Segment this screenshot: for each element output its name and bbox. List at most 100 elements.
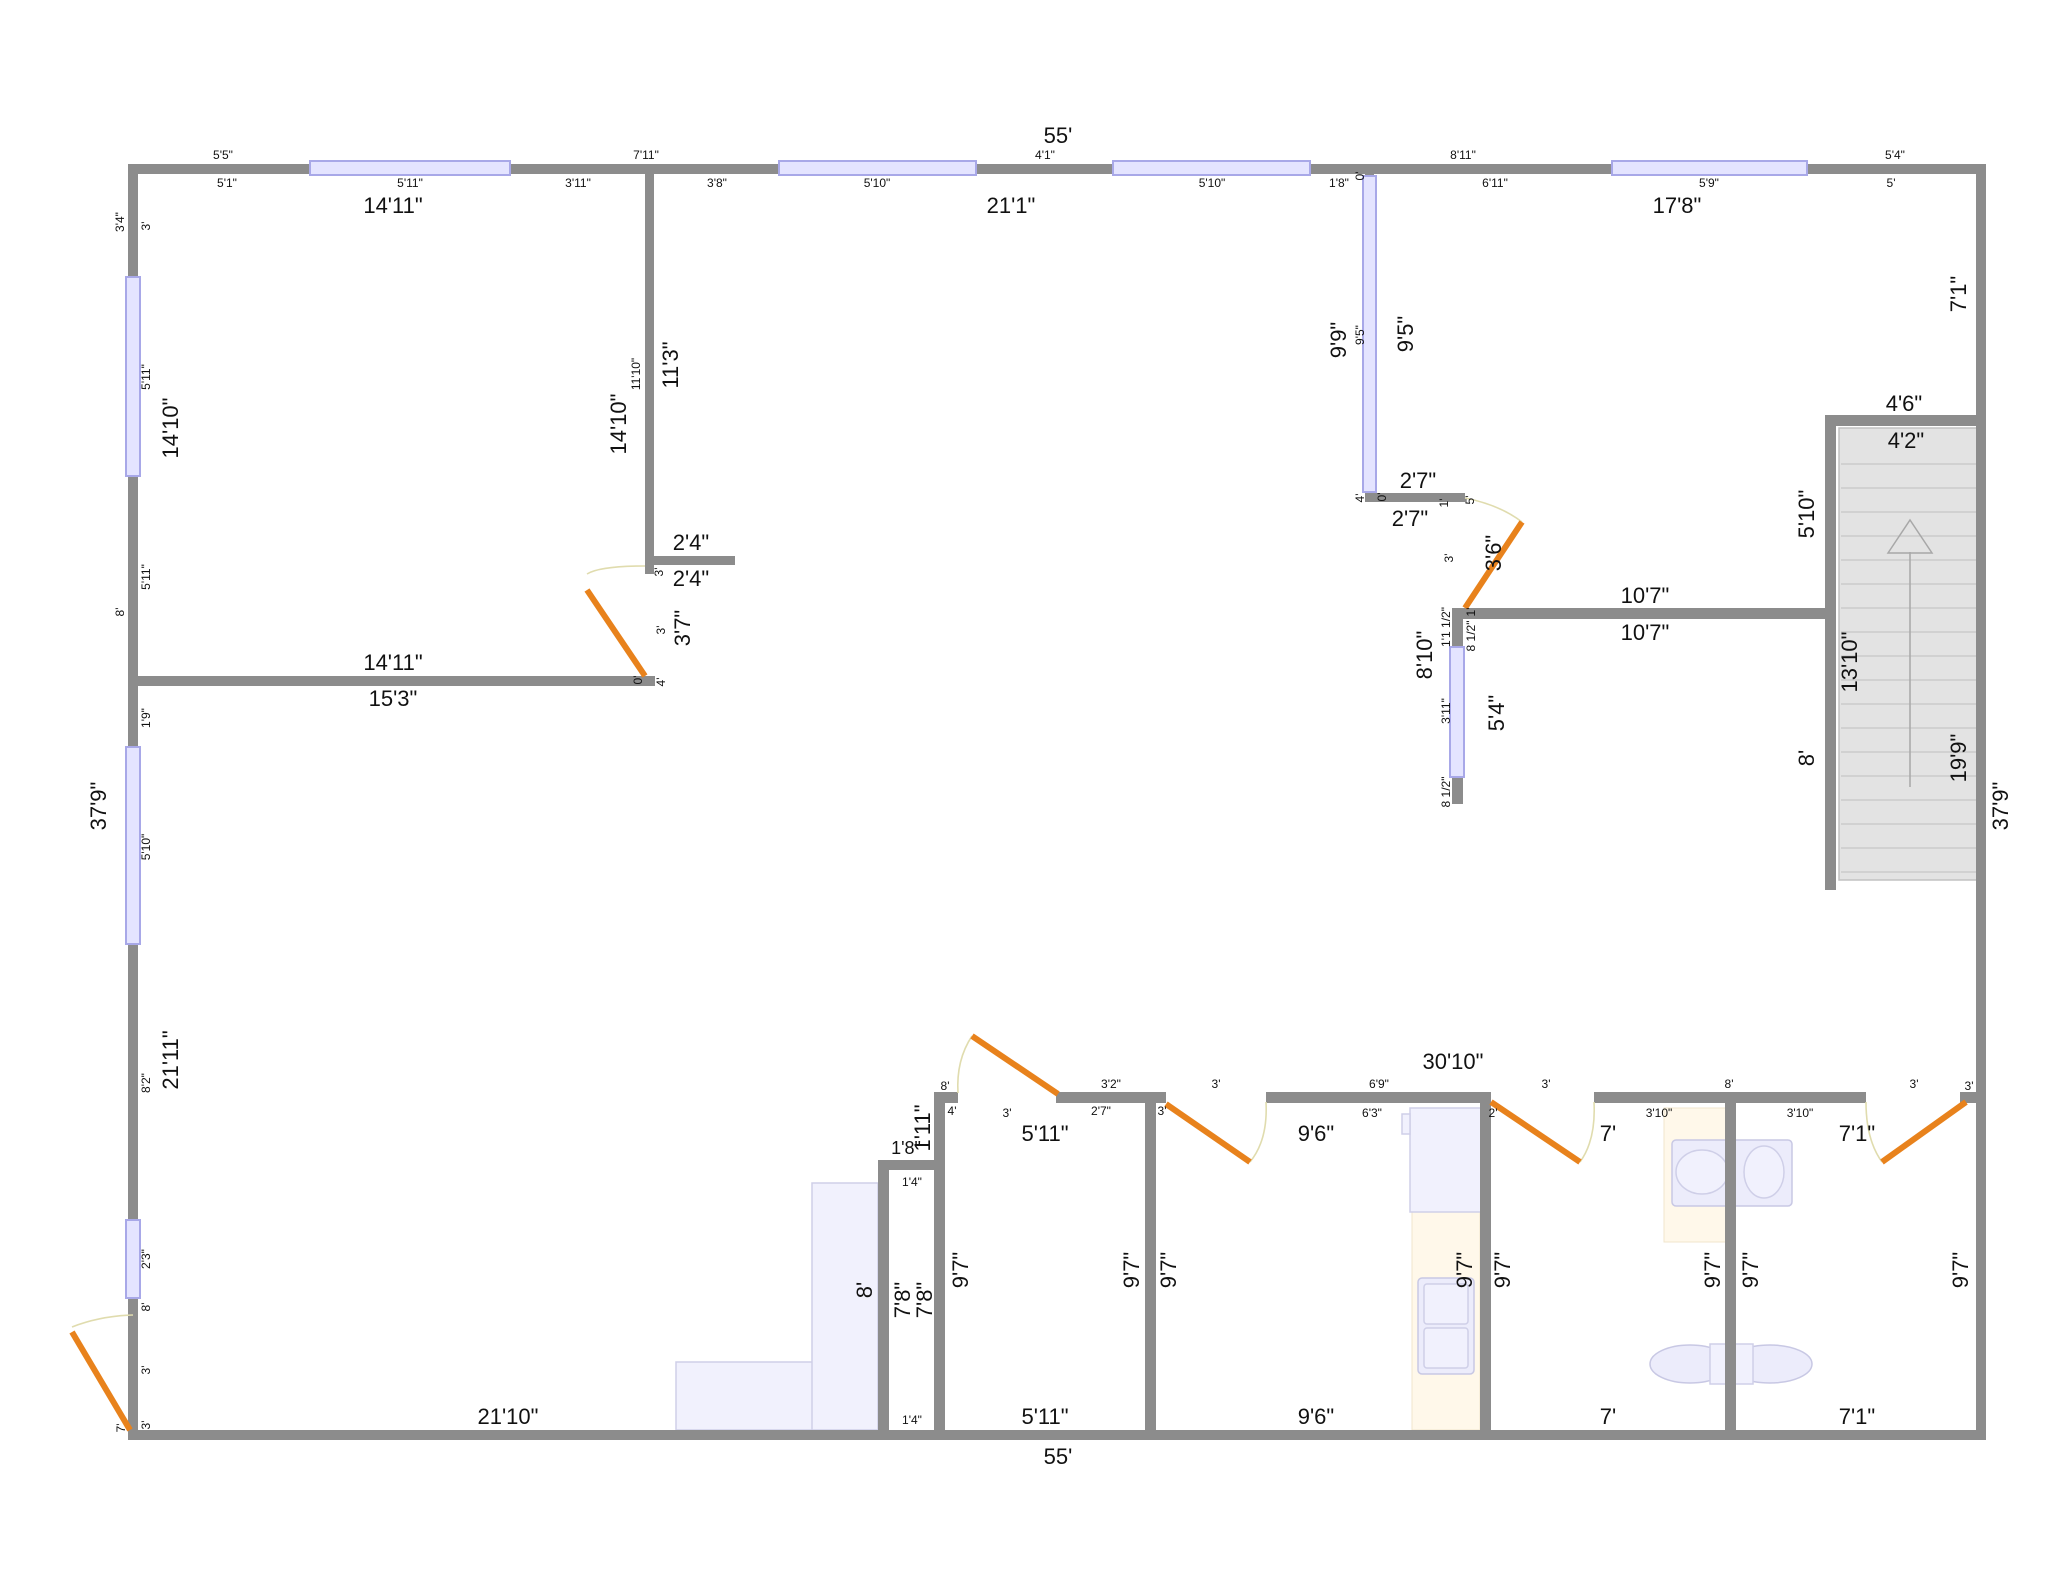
dim-bottom-small: 3' — [1212, 1077, 1221, 1091]
dim-stub-small: 4' — [654, 678, 668, 687]
dim-bottom-rooms-total: 30'10" — [1423, 1049, 1484, 1074]
dim-room-width: 5'11" — [1021, 1404, 1068, 1429]
dim-left-small: 5'11" — [139, 564, 153, 590]
dim-stub-small: 3' — [652, 568, 666, 577]
dim-right-total: 37'9" — [1988, 782, 2013, 831]
dim-right-stub-small: 1' — [1437, 499, 1451, 508]
dim-right-stub-small: 0' — [1375, 493, 1389, 502]
dim-bottom-total: 55' — [1044, 1444, 1073, 1469]
dim-door1: 3'7" — [670, 610, 695, 646]
dim-bottom-small: 3'10" — [1787, 1106, 1814, 1120]
counter-left — [675, 1361, 815, 1431]
dim-room-width: 14'11" — [363, 193, 422, 218]
dim-top-outer: 5'4" — [1885, 148, 1905, 162]
dim-left-small: 2'3" — [139, 1249, 153, 1269]
dim-partition-small: 1' — [1464, 608, 1478, 617]
dim-right-wall: 9'9" — [1326, 322, 1351, 358]
dim-bottom-small: 3' — [1965, 1079, 1974, 1093]
dim-partition-height: 8'10" — [1412, 631, 1437, 680]
dim-top-inner: 5'11" — [397, 176, 423, 190]
dim-left-total: 37'9" — [86, 782, 111, 831]
dim-door2-small: 3' — [1442, 554, 1456, 563]
dim-room-width: 7'1" — [1839, 1404, 1875, 1429]
dim-closet: 1'4" — [902, 1175, 922, 1189]
dim-partition-small: 1'1 1/2" — [1439, 607, 1453, 647]
dim-top-inner: 5' — [1887, 176, 1896, 190]
dim-room1-bottom-outer: 15'3" — [369, 686, 418, 711]
dim-stair-top-inner: 4'2" — [1888, 428, 1924, 453]
dim-left-small: 8' — [139, 1303, 153, 1312]
dim-top-outer: 5'5" — [213, 148, 233, 162]
dim-top-inner: 5'9" — [1699, 176, 1719, 190]
dim-top-inner: 5'1" — [217, 176, 237, 190]
window-icon — [125, 276, 141, 477]
window-icon — [1362, 175, 1377, 493]
dim-left-small: 8' — [113, 608, 127, 617]
dim-cabinet: 8' — [852, 1282, 877, 1298]
dim-top-inner: 6'11" — [1482, 176, 1508, 190]
dim-partition-small: 3'11" — [1439, 698, 1453, 724]
dim-top-inner: 1'8" — [1329, 176, 1349, 190]
dim-room-width: 21'1" — [987, 193, 1036, 218]
dim-top-outer: 4'1" — [1035, 148, 1055, 162]
dim-room-height: 9'7" — [1452, 1252, 1477, 1288]
dim-room-width: 17'8" — [1653, 193, 1702, 218]
window-icon — [309, 160, 511, 176]
dim-stub-bottom: 2'4" — [673, 566, 709, 591]
dim-room-width: 5'11" — [1021, 1121, 1068, 1146]
dim-partition-bottom: 10'7" — [1621, 620, 1670, 645]
dim-stub-small: 0' — [631, 676, 645, 685]
dim-room-width: 9'6" — [1298, 1121, 1334, 1146]
door-swing-icon — [1865, 1099, 1968, 1165]
dim-bottom-small: 3' — [1910, 1077, 1919, 1091]
dim-room1-height: 14'10" — [158, 398, 183, 459]
dim-room-height: 9'7" — [1738, 1252, 1763, 1288]
door-swing-icon — [1489, 1099, 1596, 1165]
dim-stair-side-lower: 8' — [1794, 750, 1819, 766]
dim-room-height: 9'7" — [1119, 1252, 1144, 1288]
dim-bottom-small: 3'2" — [1101, 1077, 1121, 1091]
door-swing-icon — [584, 565, 648, 678]
dim-bottom-small: 8' — [941, 1079, 950, 1093]
dim-room-width: 7' — [1600, 1404, 1616, 1429]
dim-right-wall-zero: 0' — [1353, 172, 1367, 181]
dim-room1-bottom: 14'11" — [363, 650, 422, 675]
dim-top-outer: 7'11" — [633, 148, 659, 162]
dim-closet: 1'4" — [902, 1413, 922, 1427]
dim-left-small: 5'10" — [139, 834, 153, 861]
dim-right-wall-inner: 9'5" — [1393, 316, 1418, 352]
dim-stair-length: 13'10" — [1837, 632, 1862, 693]
dim-bottom-small: 3' — [1003, 1106, 1012, 1120]
dim-left-small: 5'11" — [139, 364, 153, 390]
dim-right-stub-top: 2'7" — [1400, 468, 1436, 493]
dim-top-inner: 3'8" — [707, 176, 727, 190]
dim-bottom-small: 3' — [1542, 1077, 1551, 1091]
dim-wall1-inner: 11'3" — [658, 341, 683, 388]
doors — [69, 497, 1968, 1432]
dim-stair-right: 19'9" — [1946, 734, 1971, 783]
dim-room-height: 9'7" — [1948, 1252, 1973, 1288]
dim-left-small: 3' — [139, 222, 153, 231]
dim-partition-small: 8 1/2" — [1439, 777, 1453, 808]
dim-right-stub-small: 4' — [1353, 494, 1367, 503]
dim-partition-top: 10'7" — [1621, 583, 1670, 608]
dim-left-small: 7' — [114, 1424, 128, 1433]
dim-stair-top: 4'6" — [1886, 391, 1922, 416]
dim-left-small: 8'2" — [139, 1073, 153, 1093]
dim-door2: 3'6" — [1481, 535, 1506, 571]
dim-top-total: 55' — [1044, 123, 1073, 148]
cabinet-tall — [811, 1182, 879, 1431]
window-icon — [125, 1219, 141, 1299]
dim-left-lower: 21'11" — [158, 1030, 183, 1089]
dim-room-width: 7'1" — [1839, 1121, 1875, 1146]
windows — [125, 160, 1808, 1299]
dim-bottom-small: 2' — [1489, 1106, 1498, 1120]
dim-left-small: 3' — [139, 1366, 153, 1375]
dim-bottom-small: 4' — [948, 1104, 957, 1118]
dim-top-inner: 5'10" — [864, 176, 891, 190]
dim-closet: 1'11" — [910, 1104, 935, 1151]
window-icon — [778, 160, 977, 176]
dim-bottom-small: 6'3" — [1362, 1106, 1382, 1120]
dim-left-small: 3' — [139, 1421, 153, 1430]
dim-closet-height: 7'8" — [912, 1282, 937, 1318]
